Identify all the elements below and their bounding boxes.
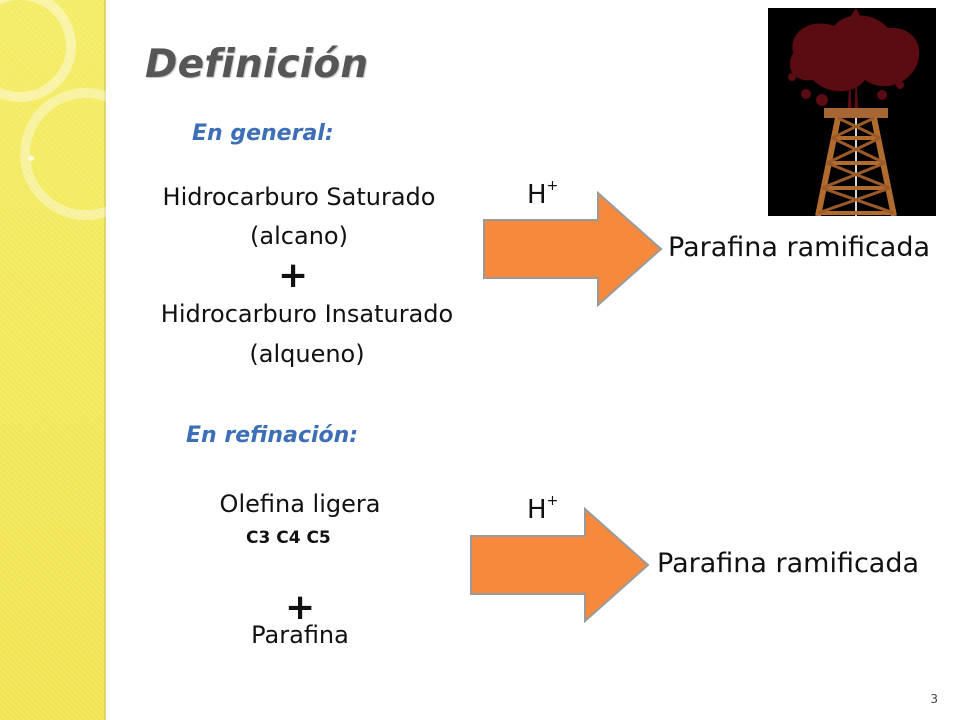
- refining-plus-sign: +: [285, 587, 316, 628]
- general-reactant-2-line-2: (alqueno): [249, 340, 365, 368]
- general-reactant-1-line-2: (alcano): [250, 222, 348, 250]
- general-reactant-2-line-1: Hidrocarburo Insaturado: [160, 300, 454, 328]
- refining-catalyst-superscript: +: [546, 493, 559, 509]
- refining-catalyst-label: H+: [527, 493, 559, 525]
- refining-product: Parafina ramificada: [657, 548, 920, 579]
- refining-catalyst-base: H: [527, 495, 547, 525]
- general-arrow-shape: [483, 190, 663, 308]
- general-catalyst-base: H: [527, 180, 547, 210]
- refining-reactant-1-detail: C3 C4 C5: [246, 528, 331, 548]
- refining-arrow-shape: [470, 506, 650, 624]
- oil-derrick-photo: [768, 8, 936, 216]
- general-reaction-arrow: [483, 190, 663, 308]
- derrick-tower-icon: [815, 108, 897, 216]
- decorative-ring-middle: [20, 88, 152, 220]
- refining-reactant-1: Olefina ligera: [219, 490, 381, 518]
- general-product: Parafina ramificada: [668, 232, 931, 263]
- refining-reactant-2: Parafina: [251, 621, 349, 649]
- section-label-general: En general:: [192, 121, 334, 146]
- general-reactant-1-line-1: Hidrocarburo Saturado: [162, 183, 436, 211]
- general-catalyst-superscript: +: [546, 178, 559, 194]
- page-number: 3: [930, 692, 938, 706]
- general-catalyst-label: H+: [527, 178, 559, 210]
- left-decorative-sidebar: [0, 0, 152, 720]
- oil-gush-icon: [788, 8, 920, 118]
- refining-reaction-arrow: [470, 506, 650, 624]
- general-plus-sign: +: [278, 255, 309, 296]
- decorative-ring-top: [0, 0, 76, 102]
- oil-derrick-icon: [768, 8, 936, 216]
- section-label-refining: En refinación:: [186, 423, 359, 448]
- slide-title: Definición: [145, 42, 369, 87]
